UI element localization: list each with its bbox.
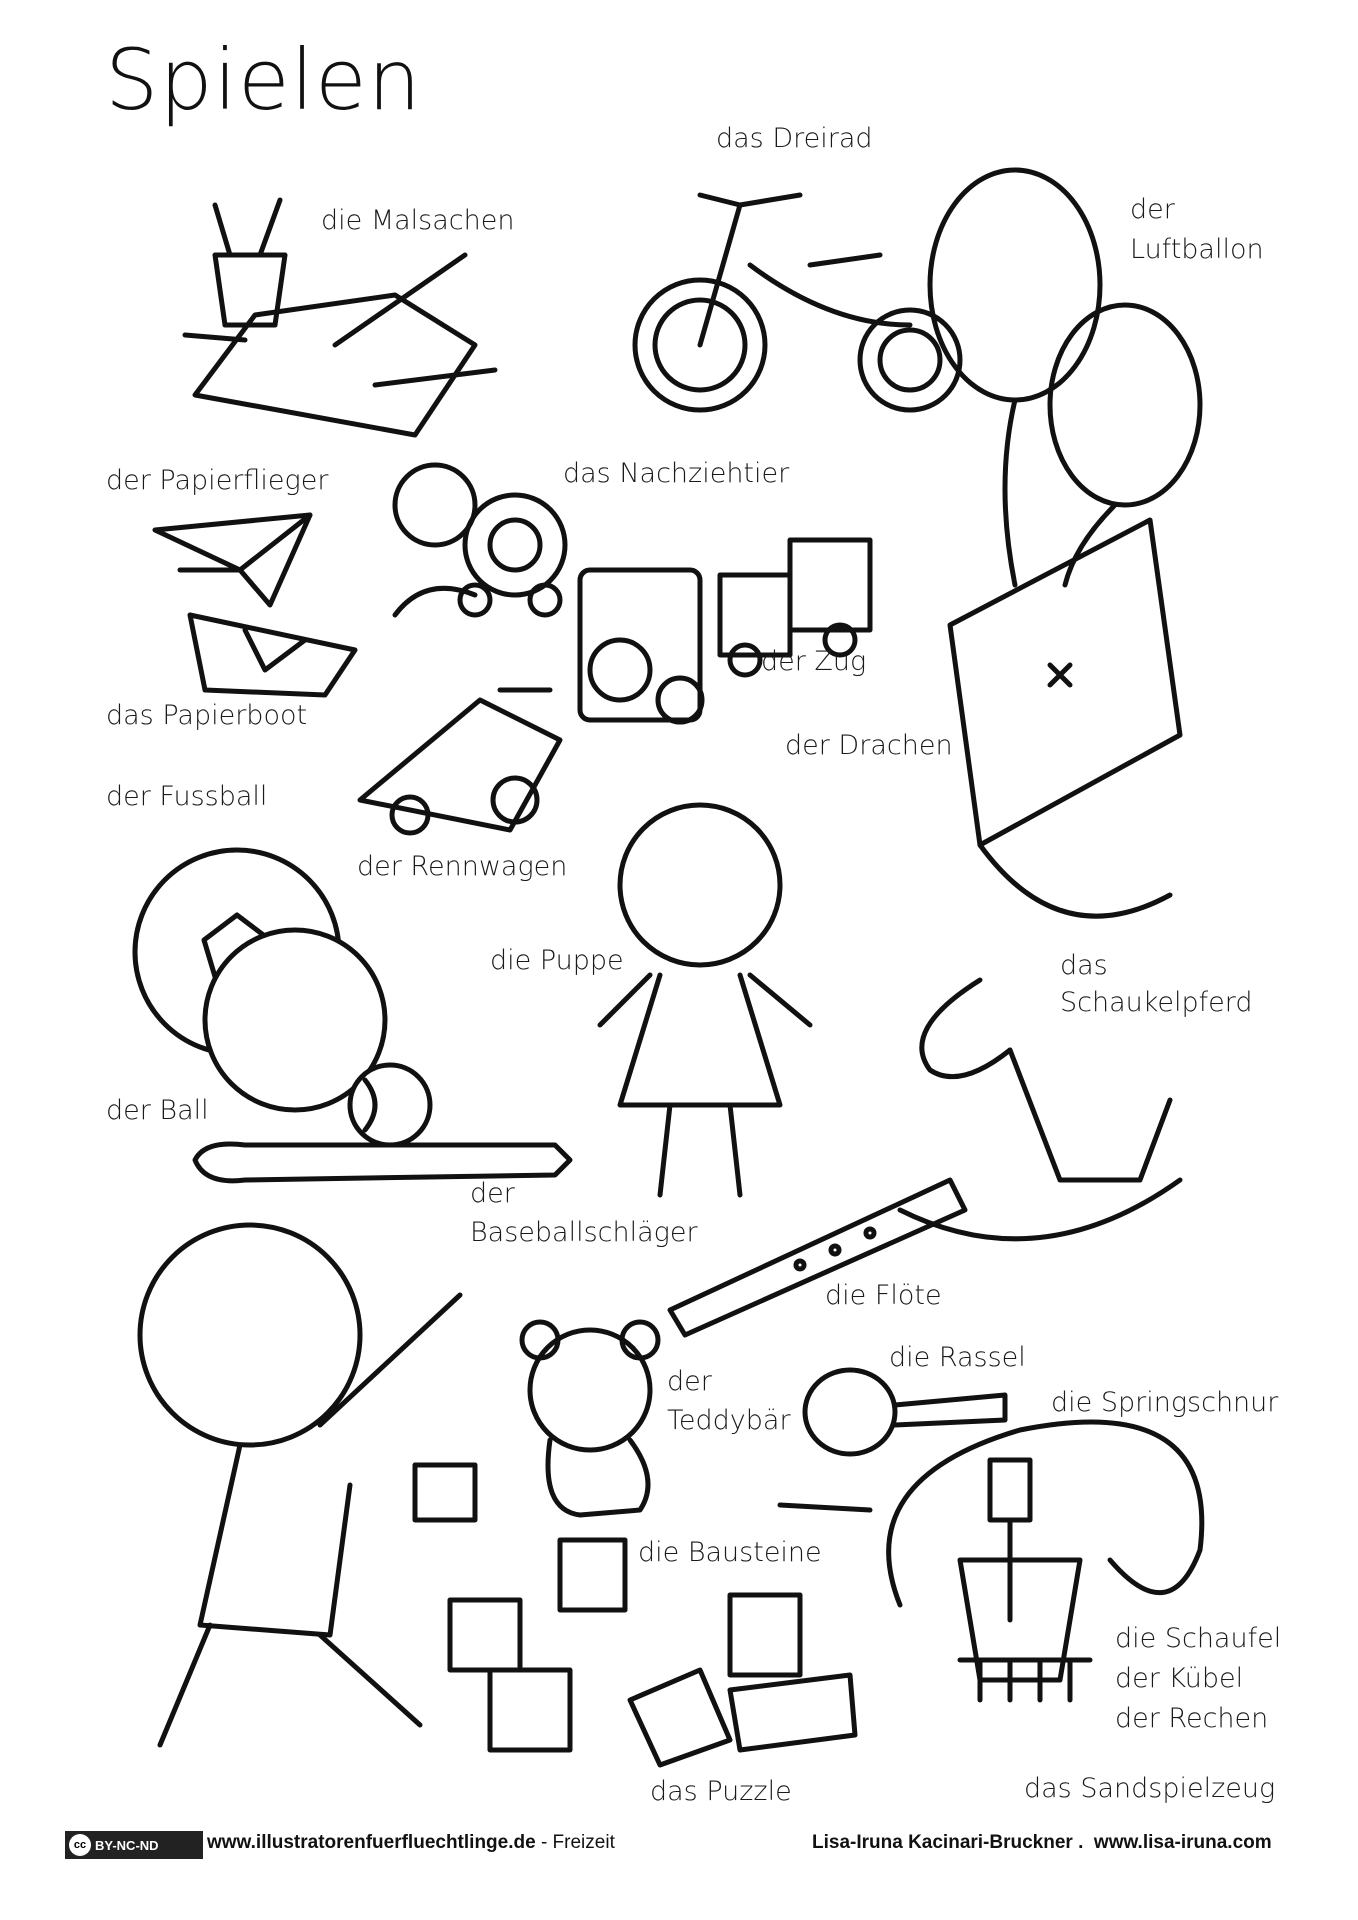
teddy-bear-icon (510, 1319, 690, 1520)
label-das-schaukelpferd-article: das (1060, 950, 1108, 981)
label-die-floete: die Flöte (825, 1280, 942, 1311)
label-die-malsachen: die Malsachen (321, 205, 515, 236)
flute-icon (660, 1170, 970, 1340)
label-das-schaukelpferd: Schaukelpferd (1060, 987, 1253, 1018)
label-der-kuebel: der Kübel (1115, 1663, 1244, 1694)
sand-toys-icon (950, 1457, 1095, 1720)
label-der-rechen: der Rechen (1115, 1703, 1269, 1734)
label-die-bausteine: die Bausteine (638, 1537, 822, 1568)
footer-right: Lisa-Iruna Kacinari-Bruckner . www.lisa-… (812, 1832, 1272, 1854)
label-der-rennwagen: der Rennwagen (357, 851, 568, 882)
label-der-zug: der Zug (761, 646, 867, 677)
license-badge[interactable]: cc BY-NC-ND (65, 1831, 203, 1859)
label-das-sandspielzeug: das Sandspielzeug (1024, 1773, 1276, 1804)
label-das-nachziehtier: das Nachziehtier (563, 458, 790, 489)
label-das-dreirad: das Dreirad (716, 123, 873, 154)
baseball-bat-icon (185, 1130, 575, 1190)
label-der-teddybaer-article: der (667, 1366, 712, 1397)
race-car-icon (350, 680, 570, 840)
rattle-icon (800, 1365, 1015, 1460)
jump-rope-icon (770, 1400, 1230, 1610)
balloons-icon (925, 165, 1245, 588)
tricycle-icon (630, 175, 990, 425)
pull-toy-snail-icon (385, 455, 575, 620)
creative-commons-icon: cc (69, 1834, 91, 1856)
label-der-drachen: der Drachen (785, 730, 953, 761)
author-name: Lisa-Iruna Kacinari-Bruckner (812, 1832, 1073, 1853)
label-die-puppe: die Puppe (490, 945, 624, 976)
ball-icon (200, 925, 390, 1115)
category-text: - Freizeit (535, 1832, 615, 1853)
building-blocks-icon (410, 1460, 630, 1765)
label-der-papierflieger: der Papierflieger (106, 465, 329, 496)
label-der-baseballschlaeger: Baseballschläger (470, 1217, 698, 1248)
puzzle-icon (620, 1590, 865, 1768)
label-der-ball: der Ball (106, 1095, 209, 1126)
label-der-luftballon-article: der (1130, 194, 1175, 225)
paper-plane-icon (150, 510, 315, 610)
paint-supplies-icon (175, 195, 498, 438)
paper-boat-icon (185, 610, 360, 700)
label-der-fussball: der Fussball (106, 781, 268, 812)
toy-train-icon (570, 530, 880, 730)
label-der-teddybaer: Teddybär (667, 1405, 791, 1436)
label-der-baseballschlaeger-article: der (470, 1178, 515, 1209)
author-site-link[interactable]: . www.lisa-iruna.com (1078, 1832, 1272, 1853)
site-link[interactable]: www.illustratorenfuerfluechtlinge.de (207, 1832, 536, 1853)
label-die-schaufel: die Schaufel (1115, 1623, 1282, 1654)
label-die-springschnur: die Springschnur (1051, 1387, 1279, 1418)
footer-left: www.illustratorenfuerfluechtlinge.de - F… (207, 1832, 615, 1854)
page-title: Spielen (105, 31, 422, 129)
label-die-rassel: die Rassel (889, 1342, 1026, 1373)
license-text: BY-NC-ND (95, 1837, 159, 1853)
boy-icon (120, 1205, 530, 1785)
kite-icon (930, 515, 1190, 945)
label-das-puzzle: das Puzzle (650, 1776, 792, 1807)
doll-icon (560, 775, 840, 1220)
label-das-papierboot: das Papierboot (106, 700, 308, 731)
label-der-luftballon: Luftballon (1130, 234, 1264, 265)
